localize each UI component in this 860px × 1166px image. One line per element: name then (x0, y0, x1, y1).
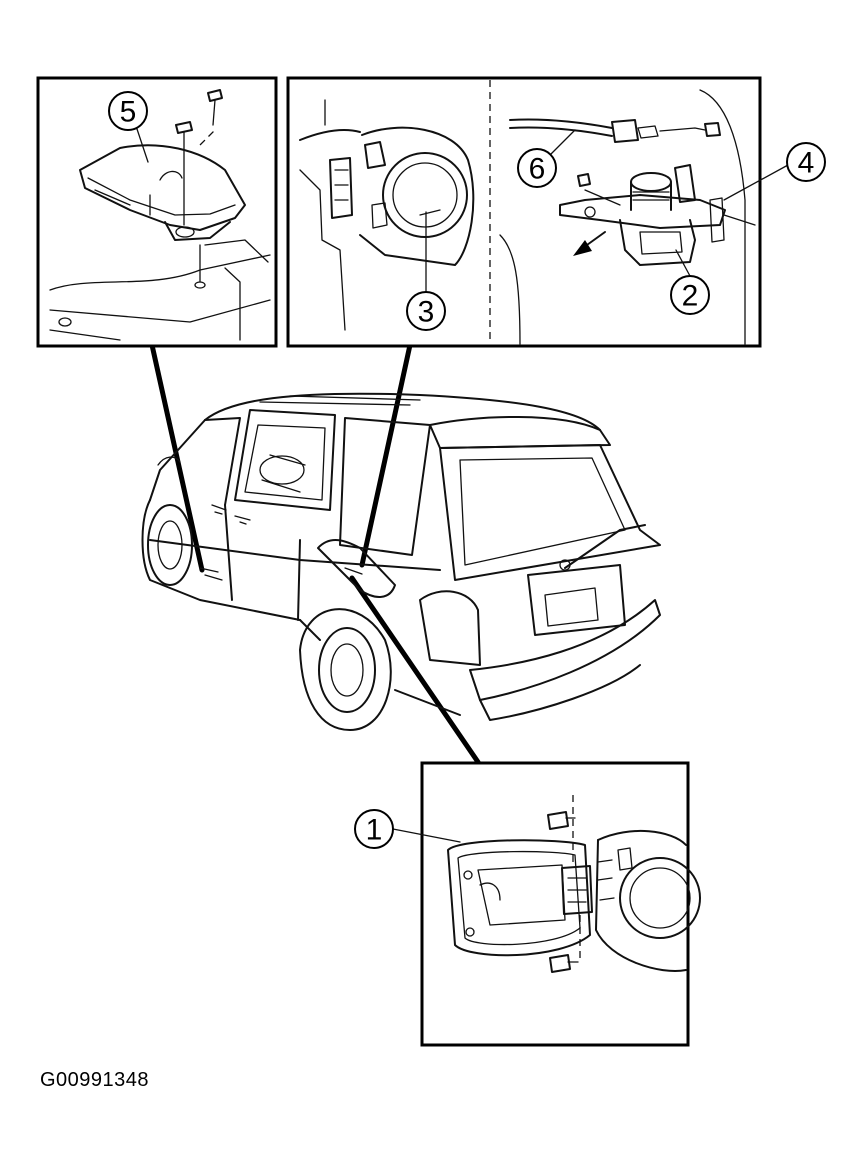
callout-4-label: 4 (798, 147, 815, 180)
detail-panel-fuel-lid (420, 761, 701, 1047)
callout-5-label: 5 (120, 96, 137, 129)
callout-2-label: 2 (682, 280, 699, 313)
callout-1: 1 (354, 809, 461, 849)
callout-2: 2 (670, 249, 710, 315)
detail-leader-lines (149, 342, 481, 765)
callout-6: 6 (517, 129, 576, 188)
callout-6-label: 6 (529, 153, 546, 186)
vehicle-illustration (141, 392, 661, 731)
callout-3-label: 3 (418, 296, 435, 329)
callout-1-label: 1 (366, 814, 383, 847)
callout-3: 3 (406, 211, 446, 331)
callout-4: 4 (723, 142, 826, 201)
figure-id: G00991348 (40, 1069, 150, 1091)
callout-5: 5 (108, 91, 149, 163)
detail-panel-interior-bracket (36, 76, 278, 348)
